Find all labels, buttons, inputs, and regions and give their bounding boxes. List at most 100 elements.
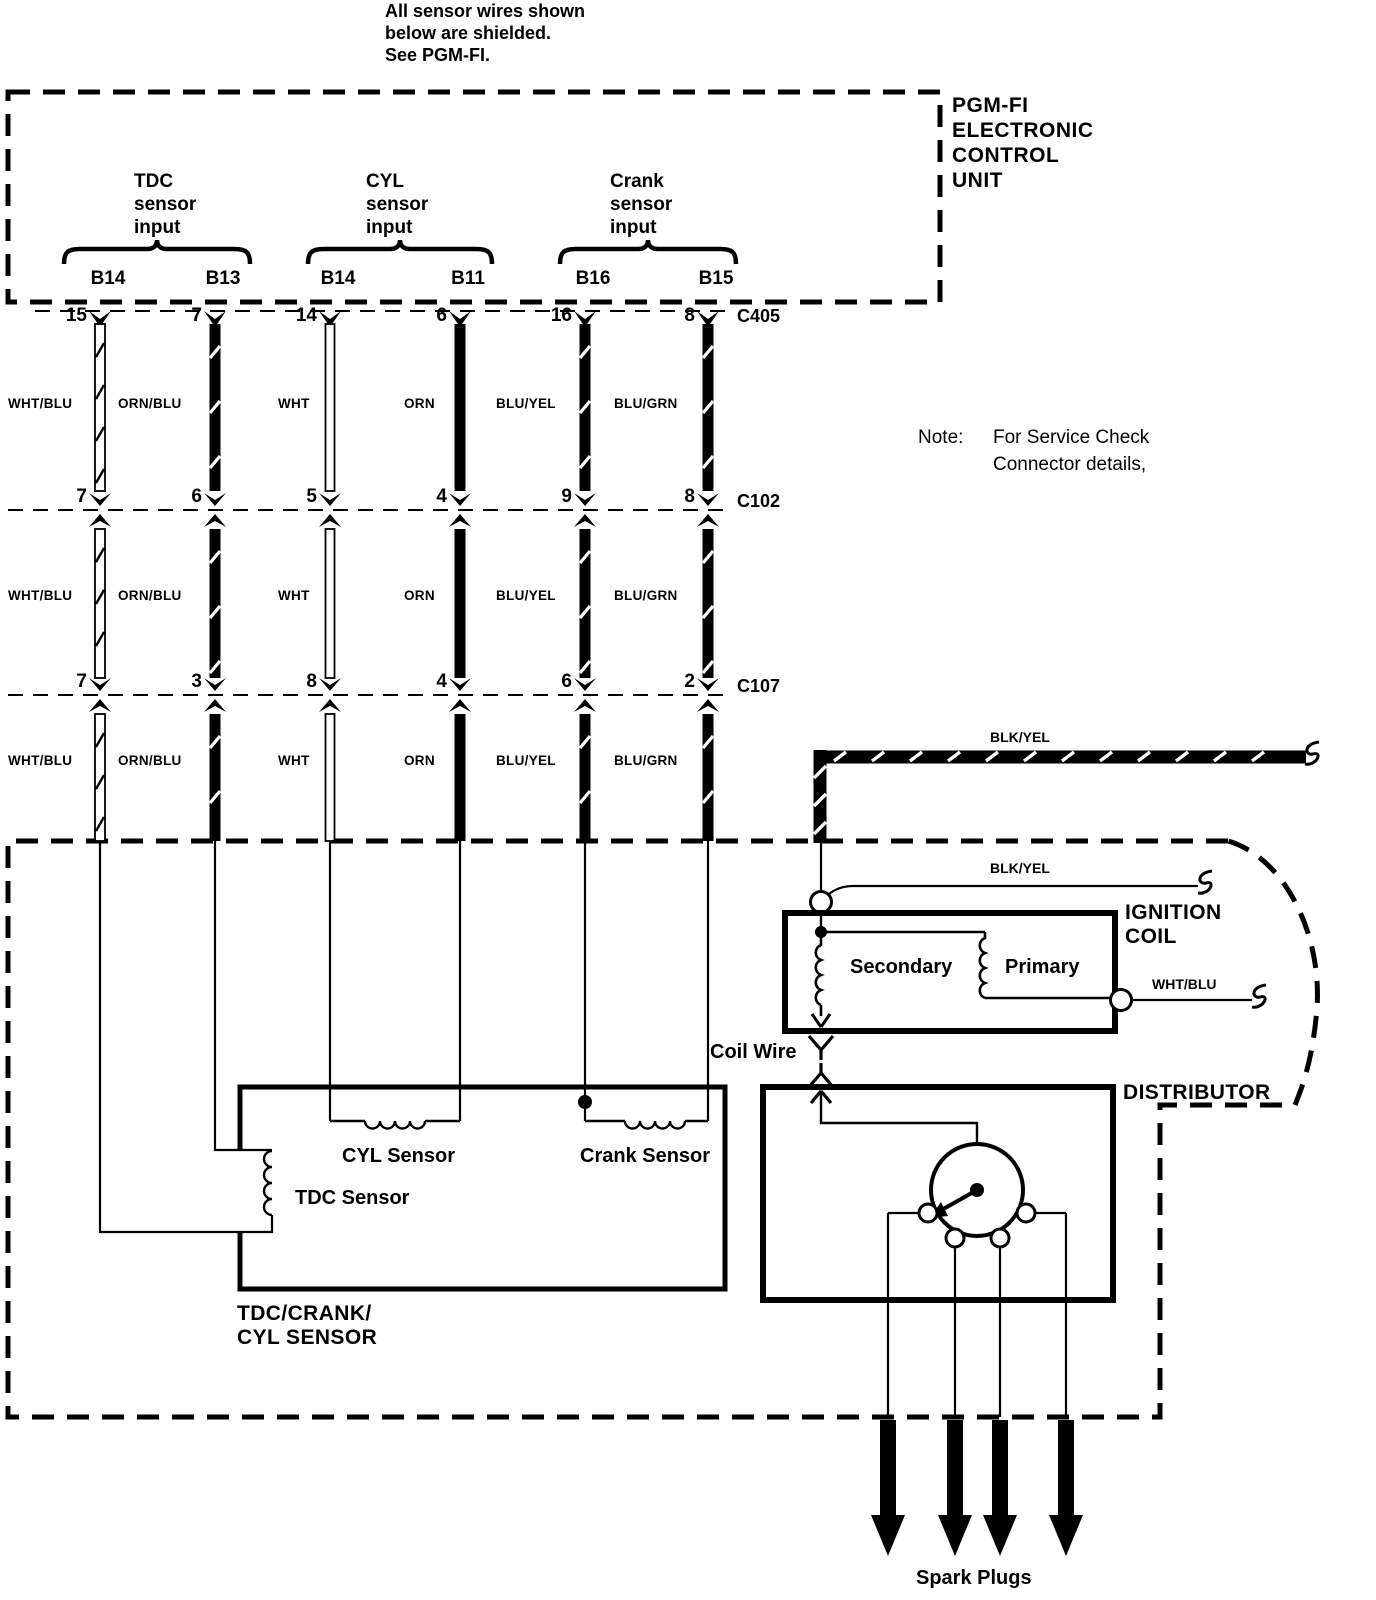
blk-yel-horizontal	[814, 750, 1306, 764]
wire-column	[579, 529, 591, 678]
wire-column	[209, 714, 221, 841]
c107-pin-6: 2	[684, 671, 695, 692]
rotor-circle	[929, 1142, 1025, 1238]
c405-pin-4: 6	[436, 305, 447, 326]
c107-pin-1: 7	[76, 671, 87, 692]
input-brace	[557, 239, 739, 265]
c102-pin-2: 6	[191, 486, 202, 507]
wire-column	[324, 528, 336, 679]
c405-pin-3: 14	[295, 305, 317, 326]
tdc-lead-high	[213, 841, 272, 1152]
spark-plugs-label: Spark Plugs	[916, 1567, 1032, 1589]
wire-color-whtblu-1: WHT/BLU	[8, 396, 73, 411]
c107-pin-5: 6	[561, 671, 572, 692]
blk-yel-top-label: BLK/YEL	[990, 729, 1050, 745]
ecu-pin-b16: B16	[575, 268, 611, 289]
connector-c102-label: C102	[737, 491, 781, 511]
distributor-terminal	[917, 1202, 939, 1224]
c405-pin-2: 7	[191, 305, 202, 326]
wire-color-wht-3: WHT	[278, 753, 310, 768]
wire-top-fork	[89, 311, 111, 327]
spark-plug-arrow-shaft	[947, 1420, 963, 1517]
sensor-box-title: TDC/CRANK/CYL SENSOR	[237, 1302, 378, 1349]
plug-lead-4	[1035, 1211, 1068, 1417]
note-label: Note:	[918, 427, 964, 448]
coil-top-terminal	[809, 890, 833, 914]
input-brace	[61, 239, 253, 265]
rotor-arm	[937, 1188, 978, 1214]
wire-color-bluyel-3: BLU/YEL	[496, 753, 556, 768]
c102-pin-1: 7	[76, 486, 87, 507]
wire-column	[94, 528, 106, 679]
c107-pin-4: 4	[436, 671, 447, 692]
crank-junction-dot	[578, 1095, 592, 1109]
distributor-label: DISTRIBUTOR	[1123, 1081, 1271, 1104]
distributor-terminal	[989, 1227, 1011, 1249]
tdc-lead-low	[98, 841, 274, 1234]
wire-color-orn-3: ORN	[404, 753, 435, 768]
c405-pin-6: 8	[684, 305, 695, 326]
input-brace	[305, 239, 495, 265]
c102-pin-3: 5	[306, 486, 317, 507]
wire-top-fork	[574, 311, 596, 327]
crank-coil	[585, 1119, 708, 1130]
coil-wire-label: Coil Wire	[710, 1041, 797, 1063]
wire-color-orn-1: ORN	[404, 396, 435, 411]
connector-c107-label: C107	[737, 676, 781, 696]
secondary-winding-label: Secondary	[850, 956, 953, 978]
ecu-pin-b14-tdc: B14	[90, 268, 126, 289]
c107-pin-3: 8	[306, 671, 317, 692]
harness-dashed-box	[5, 838, 1320, 1420]
wire-column	[324, 713, 336, 842]
ignition-coil-box	[782, 910, 1118, 1034]
ecu-pin-b15: B15	[698, 268, 734, 289]
wire-top-fork	[697, 311, 719, 327]
distributor-entry-line	[819, 1094, 979, 1144]
wire-top-fork	[204, 311, 226, 327]
wire-color-wht-1: WHT	[278, 396, 310, 411]
continuation-squiggle	[1197, 869, 1213, 895]
wire-top-fork	[449, 311, 471, 327]
wire-color-bluyel-2: BLU/YEL	[496, 588, 556, 603]
wire-color-ornblu-1: ORN/BLU	[118, 396, 182, 411]
wire-top-fork	[319, 311, 341, 327]
continuation-squiggle	[1304, 740, 1320, 766]
wire-column	[209, 529, 221, 678]
c102-pin-5: 9	[561, 486, 572, 507]
distributor-terminal	[944, 1227, 966, 1249]
plug-lead-1	[886, 1211, 919, 1417]
wire-color-wht-2: WHT	[278, 588, 310, 603]
cyl-coil	[330, 1119, 460, 1130]
wire-column	[454, 324, 466, 491]
blk-yel-mid-label: BLK/YEL	[990, 860, 1050, 876]
secondary-coil	[814, 932, 825, 1016]
cyl-sensor-label: CYL Sensor	[342, 1145, 455, 1167]
spark-plug-arrow-head	[938, 1515, 972, 1556]
spark-plug-arrow-head	[983, 1515, 1017, 1556]
spark-plug-arrow-head	[871, 1515, 905, 1556]
wht-blu-coil-label: WHT/BLU	[1152, 976, 1217, 992]
connector-c405-label: C405	[737, 306, 781, 326]
sensor-box	[237, 1084, 728, 1292]
wire-color-whtblu-2: WHT/BLU	[8, 588, 73, 603]
continuation-squiggle	[1251, 983, 1267, 1009]
wire-column	[579, 714, 591, 841]
spark-plug-arrow-shaft	[992, 1420, 1008, 1517]
wire-color-blugrn-1: BLU/GRN	[614, 396, 678, 411]
wire-color-ornblu-3: ORN/BLU	[118, 753, 182, 768]
c102-pin-6: 8	[684, 486, 695, 507]
distributor-entry-chevron	[809, 1089, 833, 1105]
distributor-box	[760, 1084, 1116, 1303]
wire-column	[324, 323, 336, 492]
wire-color-bluyel-1: BLU/YEL	[496, 396, 556, 411]
crank-sensor-label: Crank Sensor	[580, 1145, 711, 1167]
coil-wire-break-upper	[807, 1034, 835, 1060]
c102-pin-4: 4	[436, 486, 447, 507]
